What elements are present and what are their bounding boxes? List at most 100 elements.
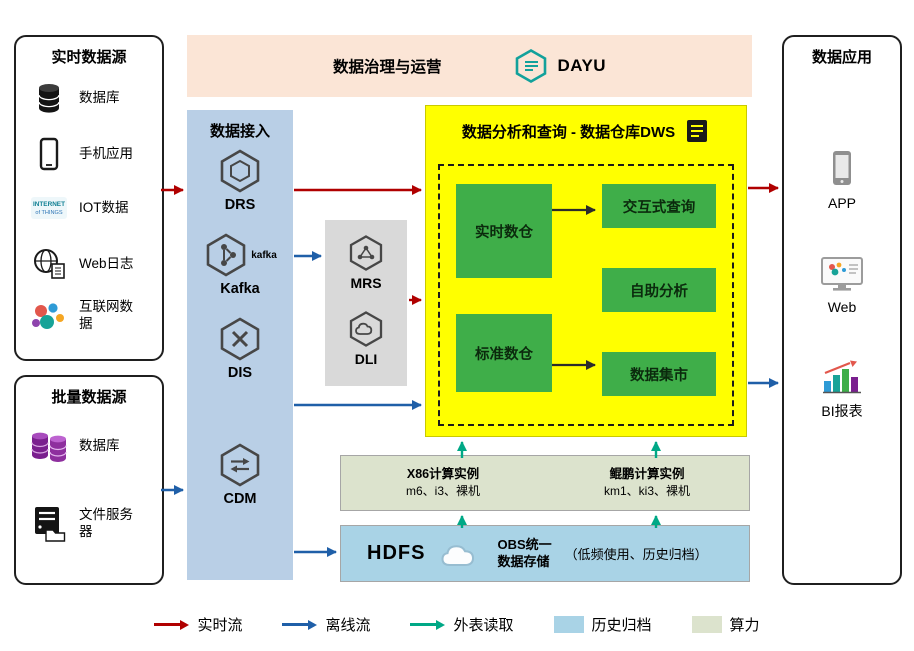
governance-title: 数据治理与运营 (332, 59, 442, 76)
ingestion-item-label: DRS (224, 197, 256, 213)
ingestion-item-label: CDM (223, 491, 257, 507)
source-item-mobile-app: 手机应用 (28, 137, 156, 171)
kafka-hexagon-icon (206, 233, 246, 277)
processing-box: MRS DLI (325, 220, 407, 386)
app-item-label: BI报表 (821, 403, 863, 419)
dws-inner-frame (438, 164, 734, 426)
source-item-internet-data: 互联网数据 (28, 299, 156, 333)
dayu-logo-text: DAYU (557, 56, 607, 75)
legend-label: 离线流 (325, 617, 371, 634)
compute-name: 鲲鹏计算实例 (609, 467, 685, 482)
storage-strip: HDFS OBS统一 数据存储 （低频使用、历史归档） (340, 525, 750, 582)
kafka-logo-text: kafka (251, 249, 277, 261)
phone-icon (28, 137, 70, 171)
legend-arrow-head (308, 619, 318, 630)
realtime-sources-panel: 实时数据源 数据库 手机应用 (14, 35, 164, 361)
source-item-label: 手机应用 (79, 145, 133, 161)
obs-line2: 数据存储 (497, 553, 550, 569)
obs-line1: OBS统一 (497, 536, 552, 552)
compute-x86: X86计算实例 m6、i3、裸机 (341, 466, 545, 499)
dws-title: 数据分析和查询 - 数据仓库DWS (426, 118, 746, 144)
realtime-sources-title: 实时数据源 (51, 49, 127, 66)
legend-arrow-head (180, 619, 190, 630)
legend-label: 算力 (729, 617, 760, 634)
processing-item-label: DLI (354, 351, 378, 367)
compute-kunpeng: 鲲鹏计算实例 km1、ki3、裸机 (545, 466, 749, 499)
mrs-hexagon-icon (349, 235, 383, 271)
obs-cloud-icon (441, 544, 475, 566)
processing-item-label: MRS (350, 275, 382, 291)
app-item-label: APP (827, 195, 856, 211)
source-item-file-server: 文件服务器 (28, 505, 156, 543)
warehouse-standard: 标准数仓 (456, 314, 552, 392)
service-interactive-query: 交互式查询 (602, 184, 716, 228)
source-item-iot: INTERNET of THINGS IOT数据 (28, 193, 156, 223)
service-self-analysis: 自助分析 (602, 268, 716, 312)
service-data-mart: 数据集市 (602, 352, 716, 396)
legend-arrow-line (154, 623, 181, 626)
source-item-label: 数据库 (79, 437, 120, 453)
bi-report-icon (823, 360, 861, 394)
file-server-icon (28, 505, 70, 543)
ingestion-item-label: Kafka (220, 281, 260, 297)
database-purple-icon (28, 427, 70, 465)
iot-icon: INTERNET of THINGS (28, 193, 70, 223)
source-item-label: Web日志 (79, 255, 134, 271)
legend-arrow-line (410, 623, 437, 626)
legend-item-realtime-flow: 实时流 (154, 614, 242, 635)
obs-storage-label: OBS统一 数据存储 (497, 537, 551, 571)
batch-sources-title: 批量数据源 (51, 389, 127, 406)
app-item-web: Web (784, 255, 900, 315)
app-item-app: APP (784, 149, 900, 211)
warehouse-realtime: 实时数仓 (456, 184, 552, 278)
app-item-label: Web (827, 299, 857, 315)
ingestion-title: 数据接入 (209, 123, 270, 140)
legend-item-history-archive: 历史归档 (553, 614, 652, 635)
legend-arrow-head (436, 619, 446, 630)
app-item-bi: BI报表 (784, 359, 900, 421)
ingestion-item-drs: DRS (187, 148, 293, 213)
source-item-label: 文件服务器 (79, 507, 133, 539)
ingestion-item-cdm: CDM (187, 442, 293, 507)
dayu-logo: DAYU (513, 48, 606, 84)
legend-item-external-read: 外表读取 (410, 614, 514, 635)
processing-item-dli: DLI (325, 310, 407, 367)
source-item-database: 数据库 (28, 81, 156, 115)
hdfs-label: HDFS (367, 542, 426, 564)
legend-item-offline-flow: 离线流 (282, 614, 370, 635)
legend-label: 历史归档 (591, 617, 652, 634)
legend: 实时流 离线流 外表读取 历史归档 算力 (0, 614, 914, 635)
source-item-web-log: Web日志 (28, 247, 156, 281)
document-icon (687, 120, 708, 142)
governance-banner: 数据治理与运营 DAYU (187, 35, 752, 97)
legend-label: 外表读取 (453, 617, 514, 634)
drs-hexagon-icon (220, 149, 260, 193)
ingestion-item-kafka: kafka Kafka (187, 232, 293, 297)
compute-name: X86计算实例 (406, 467, 480, 482)
history-archive-swatch (553, 616, 584, 633)
legend-arrow-line (282, 623, 309, 626)
obs-note: （低频使用、历史归档） (564, 547, 708, 562)
app-icon (833, 151, 851, 185)
web-icon (821, 257, 863, 291)
offline-flow-arrow-icon (282, 619, 318, 630)
dis-hexagon-icon (220, 317, 260, 361)
database-icon (28, 81, 70, 115)
realtime-flow-arrow-icon (154, 619, 190, 630)
ingestion-item-dis: DIS (187, 316, 293, 381)
processing-item-mrs: MRS (325, 234, 407, 291)
applications-panel: 数据应用 APP Web (782, 35, 902, 585)
dayu-hexagon-icon (516, 49, 547, 83)
svg-text:of THINGS: of THINGS (35, 210, 63, 216)
source-item-label: 互联网数据 (79, 299, 133, 331)
compute-strip: X86计算实例 m6、i3、裸机 鲲鹏计算实例 km1、ki3、裸机 (340, 455, 750, 511)
legend-label: 实时流 (197, 617, 243, 634)
batch-sources-panel: 批量数据源 数据库 (14, 375, 164, 585)
ingestion-item-label: DIS (227, 365, 253, 381)
ingestion-column: 数据接入 DRS kafka Kafka (187, 110, 293, 580)
compute-detail: m6、i3、裸机 (405, 484, 480, 499)
applications-title: 数据应用 (811, 49, 872, 66)
legend-item-compute-power: 算力 (691, 614, 760, 635)
web-log-icon (28, 247, 70, 281)
